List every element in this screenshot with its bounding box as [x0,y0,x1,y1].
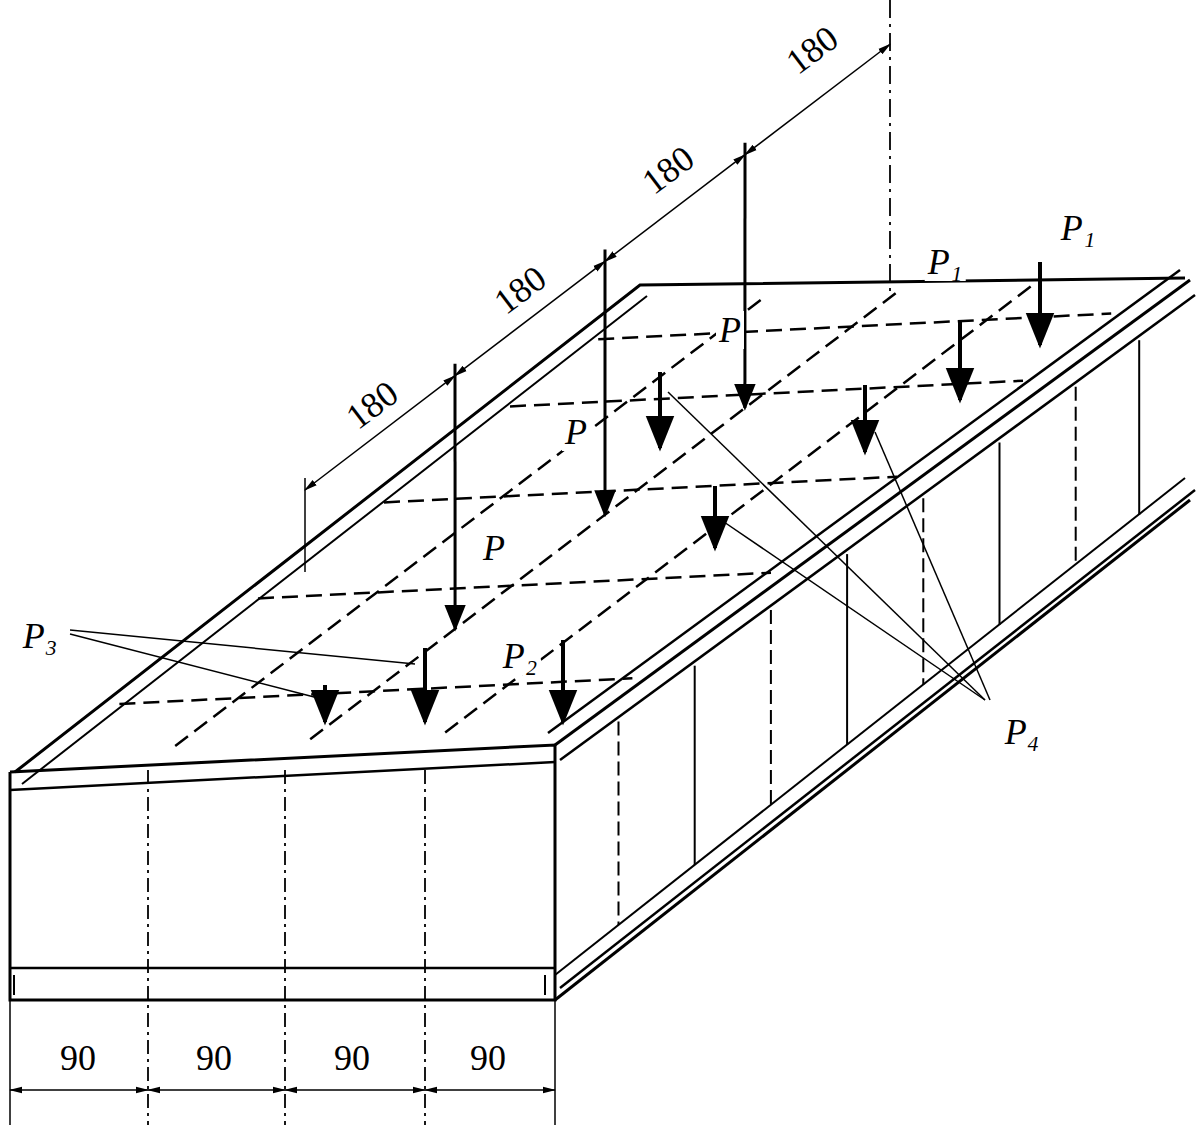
dimension-value: 180 [633,137,704,203]
bottom-plate-edge [10,967,555,970]
load-arrow [1038,262,1042,345]
extension-line [304,478,306,572]
dimension-line [148,1089,285,1091]
extension-line [554,1000,556,1125]
top-plate-edge [10,762,555,790]
grid-line [284,770,286,1125]
left-flange [22,296,647,784]
load-arrow [713,486,717,548]
dimension-value: 90 [57,1039,99,1077]
load-arrow [958,322,962,400]
stiffener [1138,340,1140,515]
load-arrow [423,648,427,722]
load-arrow [561,640,565,722]
dimension-value: 90 [331,1039,373,1077]
load-arrow [743,143,746,408]
leader-line [724,522,985,700]
stiffener [846,554,848,745]
load-label: P₁ [925,243,966,281]
right-flange [548,270,1180,733]
extension-line [9,1000,11,1125]
stiffener [694,666,696,865]
load-label: P₄ [1002,713,1043,751]
bottom-flange [560,490,1195,988]
load-label: P [716,311,744,349]
leader-line [70,634,318,698]
dimension-line [425,1089,555,1091]
stiffener [618,722,620,926]
load-label: P [562,413,590,451]
load-label: P [480,529,508,567]
bottom-flange [555,478,1185,975]
dimension-line [10,1089,148,1091]
grid-line [147,770,149,1125]
lip [544,975,546,995]
front-face [10,745,555,1000]
load-arrow [604,249,607,514]
dimension-value: 90 [193,1039,235,1077]
grid-line [510,381,1023,407]
dimension-value: 90 [467,1039,509,1077]
lip [13,975,15,995]
load-label: P₁ [1058,209,1099,247]
dimension-line [285,1089,425,1091]
grid-line [424,770,426,1125]
grid-line [598,314,1111,340]
grid-line [310,293,896,739]
load-arrow [658,372,662,448]
load-arrow [454,364,457,629]
right-flange [555,280,1190,745]
grid-line [445,286,1031,732]
right-flange [560,295,1195,760]
load-arrow [863,385,867,452]
stiffener [1075,387,1077,565]
load-label: P₃ [20,617,61,655]
stiffener [999,443,1001,626]
grid-line [119,678,632,704]
leader-line [70,630,415,664]
grid-line [384,477,897,503]
grid-line [258,573,771,599]
dimension-value: 180 [777,17,848,83]
dimension-value: 180 [337,372,408,438]
dimension-value: 180 [485,257,556,323]
leader-line [875,432,990,700]
bottom-flange [555,500,1190,1000]
top-face-edge [15,278,1185,772]
load-arrow [323,685,327,722]
stiffener [770,610,772,805]
load-label: P₂ [500,637,541,675]
leader-line [668,392,985,700]
